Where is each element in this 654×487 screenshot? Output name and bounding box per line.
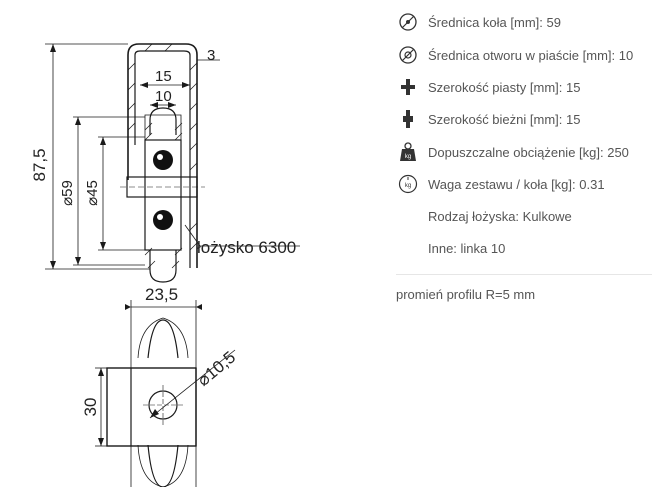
profile-section-view [120,43,205,283]
weight-scale-icon: kg [396,172,420,196]
spec-label: Waga zestawu / koła [kg]: 0.31 [428,176,605,192]
track-width-icon [396,107,420,131]
dim-hole-label: ⌀10,5 [194,348,239,390]
spec-row-wheel-diameter: Średnica koła [mm]: 59 [396,9,561,35]
dim-track-width-label: 10 [155,88,172,105]
spec-label: Szerokość bieżni [mm]: 15 [428,111,581,127]
spec-label: Szerokość piasty [mm]: 15 [428,79,581,95]
spec-label: Średnica otworu w piaście [mm]: 10 [428,47,634,63]
svg-text:kg: kg [405,183,411,189]
spec-label: Średnica koła [mm]: 59 [428,14,561,30]
divider [396,274,652,275]
dim-block-width-label: 23,5 [145,285,178,304]
technical-drawing: 87,5 ⌀59 ⌀45 3 15 10 łożysko 6300 23,5 3… [30,43,300,487]
spec-row-load: kg Dopuszczalne obciążenie [kg]: 250 [396,139,629,165]
hub-width-icon [396,75,420,99]
dim-height-label: 87,5 [30,148,49,181]
weight-load-icon: kg [396,140,420,164]
spec-panel: Średnica koła [mm]: 59 Średnica otworu w… [396,0,654,487]
block-side-view [95,300,236,487]
dim-wall-label: 3 [207,47,215,64]
spec-row-track-width: Szerokość bieżni [mm]: 15 [396,106,580,132]
profile-radius-note: promień profilu R=5 mm [396,287,536,302]
dim-hub-width-label: 15 [155,68,172,85]
hub-bore-diameter-icon [396,43,420,67]
bearing-label: łożysko 6300 [197,238,296,257]
spec-row-bearing-type: Rodzaj łożyska: Kulkowe [396,203,572,229]
spec-row-hub-bore: Średnica otworu w piaście [mm]: 10 [396,42,633,68]
spec-label: Inne: linka 10 [428,240,506,256]
wheel-diameter-icon [396,10,420,34]
bearing-balls [153,150,173,230]
spec-row-weight: kg Waga zestawu / koła [kg]: 0.31 [396,171,605,197]
dim-block-height-label: 30 [81,398,100,417]
dim-wheel-diameter-label: ⌀59 [59,180,76,206]
svg-text:kg: kg [405,154,411,160]
dim-diameter-45-label: ⌀45 [84,180,101,206]
spec-row-hub-width: Szerokość piasty [mm]: 15 [396,74,580,100]
spec-label: Rodzaj łożyska: Kulkowe [428,208,572,224]
spec-label: Dopuszczalne obciążenie [kg]: 250 [428,144,629,160]
spec-row-other: Inne: linka 10 [396,235,505,261]
